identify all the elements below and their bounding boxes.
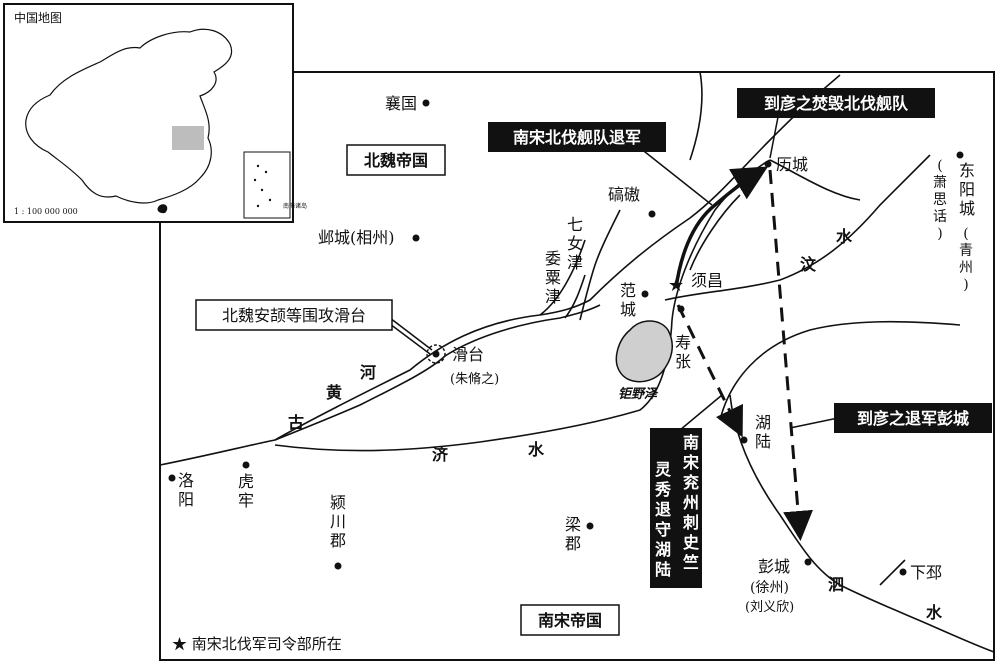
label-pengcheng: 彭城: [758, 557, 790, 576]
label-shouzhang: 寿张: [675, 333, 691, 371]
huatai-siege-ring: [426, 344, 446, 364]
label-licheng: 历城: [776, 155, 808, 174]
inset-region-highlight: [172, 126, 204, 150]
label-pengcheng-note1: (徐州): [750, 580, 789, 596]
main-map-frame: [159, 71, 995, 661]
label-dongyang-note2: (青州): [959, 226, 973, 293]
callout-box-wei-siege: [195, 299, 393, 331]
label-river-huang: 黄: [326, 383, 342, 402]
river-wen: [664, 154, 931, 301]
label-hulao: 虎牢: [238, 472, 254, 510]
river-north-stream: [689, 71, 703, 161]
label-river-gu: 古: [288, 413, 304, 432]
callout-box-dao-retreat: [834, 403, 992, 433]
label-dongyang-note1: (萧思话): [933, 158, 947, 242]
label-fancheng: 范城: [620, 281, 636, 319]
state-box-north: [346, 144, 446, 176]
label-river-si: 泗: [828, 575, 844, 594]
label-river-wen: 汶: [800, 255, 817, 274]
label-luoyang: 洛阳: [178, 471, 194, 509]
label-river-wen-shui: 水: [836, 227, 853, 246]
retreat-routes: [676, 169, 813, 541]
river-tributary-qiaoao: [579, 209, 621, 321]
label-river-si-shui: 水: [926, 603, 943, 622]
legend-hq: ★ 南宋北伐军司令部所在: [172, 635, 342, 653]
river-ji: [274, 159, 771, 452]
label-xiangguo: 襄国: [385, 94, 417, 113]
label-xuchang: 须昌: [691, 271, 723, 290]
river-ji-branch: [689, 194, 741, 271]
state-box-south: [520, 604, 620, 636]
label-yecheng: 邺城(相州): [318, 228, 395, 247]
hq-star-icon: ★: [668, 275, 684, 296]
inset-south-sea-label: 南海诸岛: [283, 202, 307, 210]
label-river-ji-shui: 水: [528, 440, 545, 459]
label-weisujin: 委粟津: [545, 249, 561, 306]
callout-box-dao-destroys: [737, 88, 935, 118]
inset-title: 中国地图: [14, 10, 62, 25]
callout-dao-destroys: 到彦之焚毁北伐舰队: [764, 94, 909, 113]
callout-fleet-retreat: 南宋北伐舰队退军: [513, 128, 641, 147]
label-pengcheng-note2: (刘义欣): [745, 600, 794, 615]
label-river-ji: 济: [432, 445, 449, 464]
callout-zhu-retreat-col1: 南宋兖州刺史竺: [682, 433, 700, 572]
callout-dao-retreat: 到彦之退军彭城: [857, 409, 969, 428]
inset-scale: 1 : 100 000 000: [14, 207, 78, 216]
vertical-place-labels: 七女津 委粟津 范城 寿张 东阳城 (萧思话) (青州) 洛阳 虎牢 颍川郡 梁…: [178, 158, 975, 553]
river-labels: 古 黄 河 济 水 汶 水 泗 水: [288, 227, 943, 622]
label-liangjun: 梁郡: [565, 515, 581, 553]
river-si-branch: [879, 559, 906, 586]
river-tributary-qinvjin: [564, 274, 586, 319]
juye-lake: [615, 320, 674, 383]
label-juyeze: 钜野泽: [618, 386, 659, 402]
callout-zhu-retreat-col2: 灵秀退守湖陆: [654, 460, 672, 579]
label-river-he: 河: [360, 363, 376, 382]
rivers: [159, 71, 995, 653]
river-old-yellow-river-north-bank: [159, 74, 841, 466]
city-dots: [168, 99, 964, 576]
river-tributary-weisu: [539, 239, 586, 316]
state-label-south: 南宋帝国: [538, 611, 602, 630]
river-tributary: [719, 320, 961, 421]
label-qiaoao: 碻磝: [608, 185, 640, 204]
label-huatai-note: (朱脩之): [450, 372, 499, 387]
callout-leaders: [389, 116, 839, 431]
callout-box-fleet-retreat: [488, 122, 666, 152]
route-xuchang-to-hulu: [676, 304, 743, 438]
state-label-north: 北魏帝国: [364, 151, 428, 170]
label-dongyang: 东阳城: [959, 161, 975, 218]
route-fleet-advance: [674, 166, 769, 289]
callout-box-zhu-retreat: [650, 428, 702, 588]
route-licheng-to-pengcheng: [768, 169, 813, 541]
place-labels: 襄国 邺城(相州) 碻磝 须昌 历城 滑台 (朱脩之) 彭城 (徐州) (刘义欣…: [318, 94, 942, 615]
label-hulu: 湖陆: [755, 413, 771, 451]
label-xiapi: 下邳: [910, 563, 942, 582]
river-si: [729, 394, 995, 653]
label-yingchuan: 颍川郡: [330, 493, 346, 550]
label-huatai: 滑台: [452, 345, 484, 364]
inset-south-sea-islands: [253, 164, 272, 208]
inset-china-outline: [25, 28, 233, 204]
label-qinvjin: 七女津: [567, 215, 583, 272]
callout-wei-siege: 北魏安颉等围攻滑台: [222, 306, 366, 325]
inset-south-sea-box: [243, 151, 291, 219]
river-licheng-east: [769, 159, 861, 201]
inset-hainan: [157, 204, 168, 214]
